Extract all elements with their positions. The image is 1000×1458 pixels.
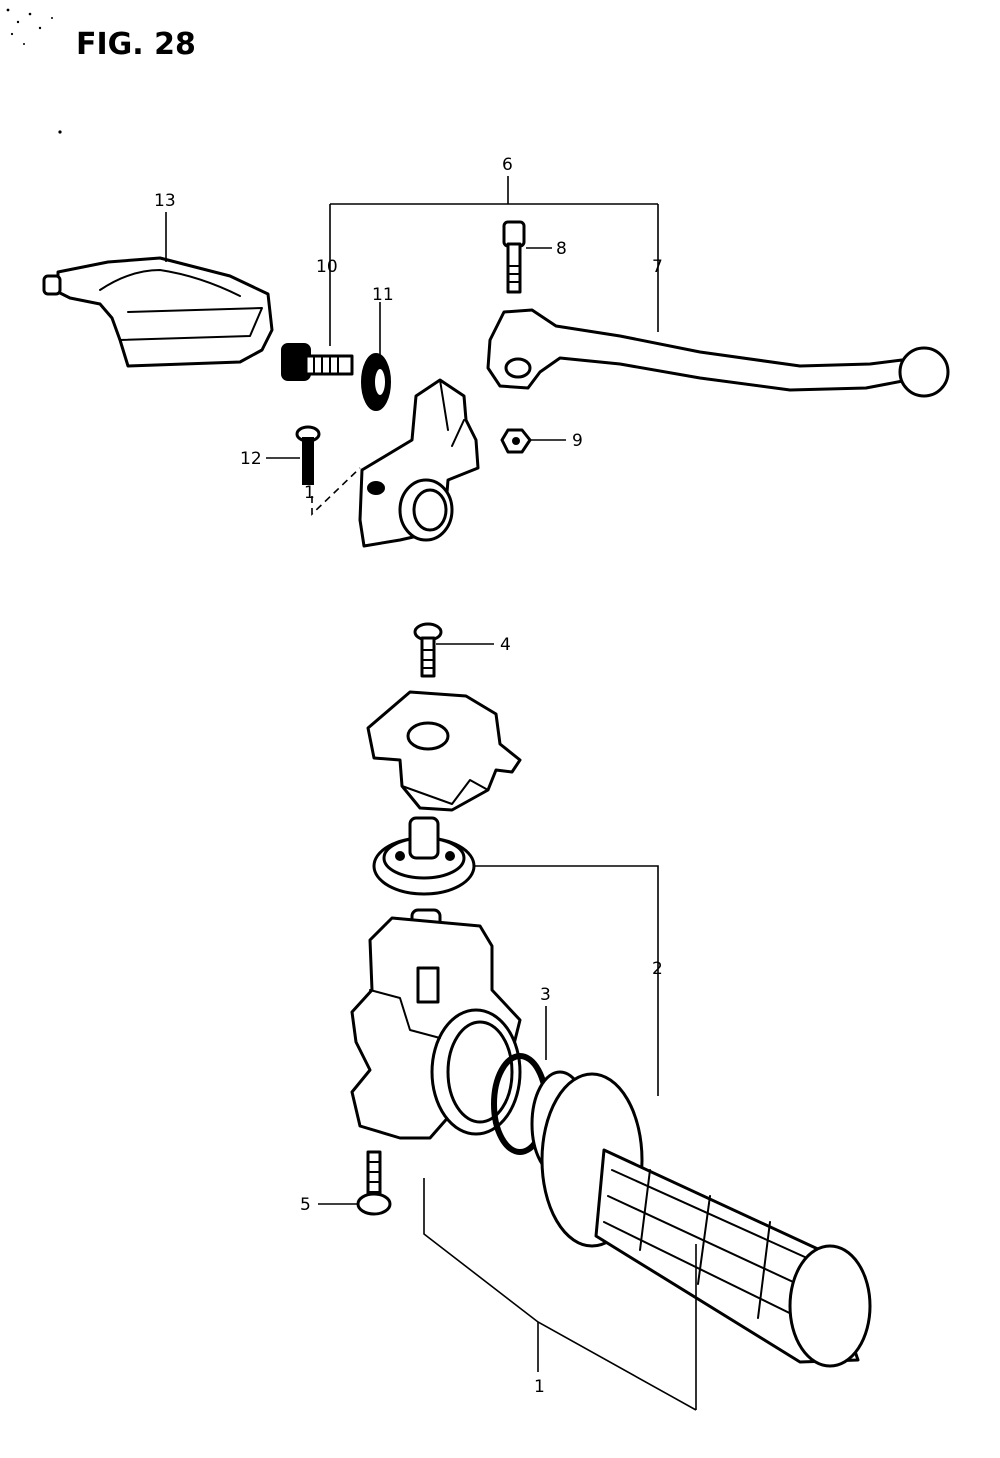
part-11-lock-nut [361,353,391,411]
callout-3: 3 [540,985,551,1005]
figure-title-group: FIG. 28 [6,8,196,134]
callout-5: 5 [300,1195,311,1215]
callout-labels: 6 13 8 10 7 11 9 12 1 4 2 3 5 1 [154,155,663,1397]
callout-10: 10 [316,257,338,277]
throttle-housing-lower-body [350,908,522,1140]
callout-4: 4 [500,635,511,655]
callout-1-upper: 1 [304,483,315,503]
speckle-marks [6,8,62,134]
callout-11: 11 [372,285,394,305]
callout-1-lower: 1 [534,1377,545,1397]
callout-6: 6 [502,155,513,175]
part-7-brake-lever [486,308,950,398]
part-10-adjuster-bolt [281,343,354,381]
callout-7: 7 [652,257,663,277]
figure-title: FIG. 28 [76,27,196,62]
callout-8: 8 [556,239,567,259]
throttle-grip [530,1070,872,1368]
throttle-pulley [372,816,476,896]
callout-13: 13 [154,191,176,211]
callout-12: 12 [240,449,262,469]
part-4-screw [413,622,443,678]
throttle-housing-upper-cover [366,690,522,812]
callout-9: 9 [572,431,583,451]
part-1-lever-holder [358,378,480,548]
part-13-lever-boot [42,256,274,368]
callout-2: 2 [652,959,663,979]
part-12-screw [295,425,321,485]
leader-lines [165,176,697,1411]
part-9-nut [500,428,532,454]
part-8-pivot-bolt [502,220,526,294]
part-5-screw [356,1150,392,1216]
